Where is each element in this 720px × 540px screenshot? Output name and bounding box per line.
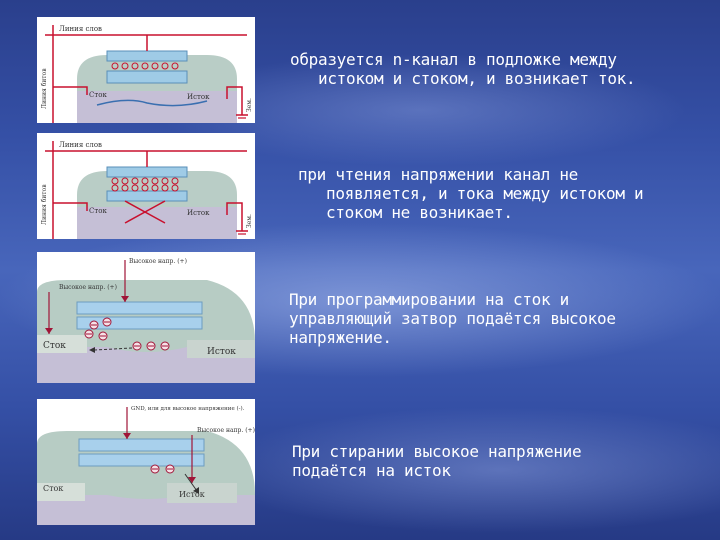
- floating-gate: [106, 70, 188, 84]
- control-gate: [78, 438, 205, 452]
- bit-line-label: Линия битов: [41, 68, 48, 109]
- source-voltage-label: Высокое напр. (+): [197, 427, 255, 434]
- ground-label: Зем.: [246, 214, 253, 228]
- cell-diagram-svg: Высокое напр. (+) Высокое напр. (+) Сток…: [37, 252, 255, 383]
- drain-label: Сток: [43, 484, 63, 493]
- diagram-read-conducting: Линия слов Линия битов Сток Исток Зем.: [37, 17, 255, 123]
- drain-region: [37, 483, 85, 501]
- diagram-read-blocked: Линия слов Линия битов Сток Исток Зем.: [37, 133, 255, 239]
- substrate: [77, 91, 237, 123]
- caption-line: появляется, и тока между истоком и: [326, 184, 644, 203]
- caption-line: напряжение.: [289, 328, 392, 347]
- source-label: Исток: [179, 490, 205, 499]
- electrons: [111, 177, 179, 192]
- diagram-erasing: GND, или для высокое напряжение (-). Выс…: [37, 399, 255, 525]
- caption-line: стоком не возникает.: [326, 203, 513, 222]
- source-label: Исток: [187, 93, 210, 101]
- drain-label: Сток: [43, 341, 66, 351]
- word-line-label: Линия слов: [59, 141, 102, 149]
- ground-label: Зем.: [246, 98, 253, 112]
- caption-line: истоком и стоком, и возникает ток.: [318, 69, 636, 88]
- floating-gate: [78, 453, 205, 467]
- gnd-label: GND, или для высокое напряжение (-).: [131, 405, 245, 412]
- gate-voltage-label: Высокое напр. (+): [129, 258, 187, 265]
- control-gate: [106, 50, 188, 62]
- caption-line: управляющий затвор подаётся высокое: [289, 309, 616, 328]
- electron-flow-arrow: [94, 347, 133, 351]
- drain-label: Сток: [89, 207, 107, 215]
- diagram-programming: Высокое напр. (+) Высокое напр. (+) Сток…: [37, 252, 255, 383]
- source-label: Исток: [187, 209, 210, 217]
- caption-line: При стирании высокое напряжение: [292, 442, 582, 461]
- caption-line: При программировании на сток и: [289, 290, 569, 309]
- electrons: [111, 62, 179, 70]
- control-gate: [106, 166, 188, 178]
- cell-diagram-svg: Линия слов Линия битов Сток Исток Зем.: [37, 17, 255, 123]
- drain-voltage-label: Высокое напр. (+): [59, 284, 117, 291]
- caption-programming: При программировании на сток и управляющ…: [289, 290, 616, 347]
- cell-diagram-svg: Линия слов Линия битов Сток Исток Зем.: [37, 133, 255, 239]
- caption-read-blocked: при чтения напряжении канал не появляетс…: [298, 165, 644, 222]
- caption-line: образуется n-канал в подложке между: [290, 50, 617, 69]
- caption-erasing: При стирании высокое напряжение подаётся…: [292, 442, 582, 480]
- caption-line: подаётся на исток: [292, 461, 451, 480]
- drain-label: Сток: [89, 91, 107, 99]
- no-current-cross: [124, 200, 166, 224]
- source-region: [187, 340, 255, 358]
- bit-line-label: Линия битов: [41, 184, 48, 225]
- cell-diagram-svg: GND, или для высокое напряжение (-). Выс…: [37, 399, 255, 525]
- control-gate: [76, 301, 203, 315]
- source-label: Исток: [207, 347, 236, 357]
- substrate: [77, 207, 237, 239]
- source-region: [167, 483, 237, 503]
- n-channel: [96, 99, 208, 107]
- electron-flow-arrow: [184, 473, 198, 492]
- caption-line: при чтения напряжении канал не: [298, 165, 578, 184]
- drain-region: [37, 335, 87, 353]
- word-line-label: Линия слов: [59, 25, 102, 33]
- caption-read-conducting: образуется n-канал в подложке между исто…: [290, 50, 636, 88]
- floating-gate: [106, 190, 188, 202]
